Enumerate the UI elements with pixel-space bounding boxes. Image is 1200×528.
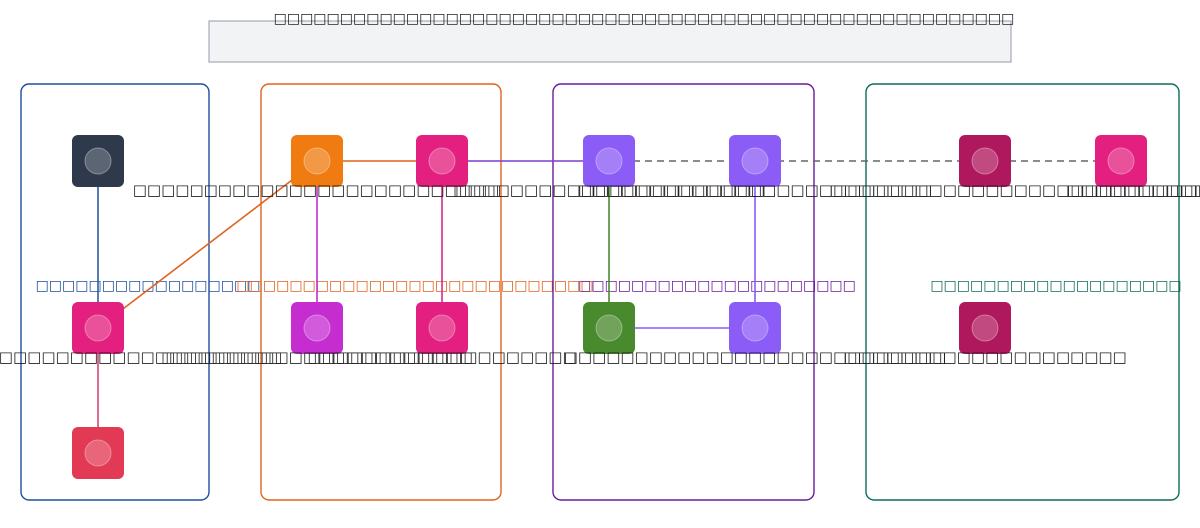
node-n3[interactable] xyxy=(72,427,124,479)
node-label: □□□□□□□□□□□□□□□□□□□□□□□□□ xyxy=(578,181,932,199)
node-label: □□□□□□□□□□□□□□□□□□□□□□□□□□□□□□□ xyxy=(829,181,1200,199)
diagram-title: □□□□□□□□□□□□□□□□□□□□□□□□□□□□□□□□□□□□□□□□… xyxy=(274,11,1015,27)
node-n4[interactable] xyxy=(291,135,343,187)
group-container xyxy=(20,83,210,501)
node-n14[interactable] xyxy=(959,302,1011,354)
node-box xyxy=(583,135,635,187)
group-container xyxy=(552,83,815,501)
group-label: □□□□□□□□□□□□□□□□□□□□□□□□□□□ xyxy=(236,278,593,294)
group-container xyxy=(260,83,502,501)
node-box xyxy=(291,302,343,354)
node-icon xyxy=(84,439,112,467)
node-label: □□□□□□□□□□□□□□□□□□□□ xyxy=(843,348,1126,366)
title-banner xyxy=(208,20,1012,63)
node-box xyxy=(72,135,124,187)
node-box xyxy=(729,302,781,354)
node-icon xyxy=(595,147,623,175)
group-label: □□□□□□□□□□□□□□□□□□□ xyxy=(930,278,1181,294)
node-box xyxy=(416,135,468,187)
node-n1[interactable] xyxy=(72,135,124,187)
node-box xyxy=(959,302,1011,354)
node-label: □□□□□□□□□□□□□□□□□□□□□□□□□□□ xyxy=(564,348,947,366)
node-n2[interactable] xyxy=(72,302,124,354)
node-n5[interactable] xyxy=(416,135,468,187)
node-icon xyxy=(303,147,331,175)
group-label: □□□□□□□□□□□□□□□□□ xyxy=(36,278,261,294)
node-label: □□□□□□□□□□□□□□□□□□□ xyxy=(307,348,576,366)
node-icon xyxy=(303,314,331,342)
node-icon xyxy=(971,147,999,175)
node-label: □□□□□□□□□□□□□□□□□□□□□□ xyxy=(161,348,473,366)
node-icon xyxy=(428,147,456,175)
node-box xyxy=(72,302,124,354)
node-icon xyxy=(428,314,456,342)
node-box xyxy=(72,427,124,479)
node-icon xyxy=(1107,147,1135,175)
edge-n2-n4 xyxy=(97,160,319,329)
node-box xyxy=(583,302,635,354)
node-box xyxy=(291,135,343,187)
node-n10[interactable] xyxy=(583,302,635,354)
node-icon xyxy=(971,314,999,342)
node-n7[interactable] xyxy=(416,302,468,354)
group-container xyxy=(865,83,1180,501)
node-n11[interactable] xyxy=(729,302,781,354)
node-icon xyxy=(741,147,769,175)
node-box xyxy=(959,135,1011,187)
labels-layer: □□□□□□□□□□□□□□□□□□□□□□□□□□□□□□□□□□□□□□□□… xyxy=(0,181,1200,366)
node-n12[interactable] xyxy=(959,135,1011,187)
node-label: □□□□□□□□□□□□□□□□□□□□□□ xyxy=(453,181,765,199)
node-n9[interactable] xyxy=(729,135,781,187)
nodes-layer xyxy=(72,135,1147,479)
node-n6[interactable] xyxy=(291,302,343,354)
node-box xyxy=(416,302,468,354)
node-icon xyxy=(84,314,112,342)
node-icon xyxy=(84,147,112,175)
node-n8[interactable] xyxy=(583,135,635,187)
node-icon xyxy=(595,314,623,342)
node-label: □□□□□□□□□□□□□□□□□□□□□□□□□□ xyxy=(0,348,282,366)
node-n13[interactable] xyxy=(1095,135,1147,187)
groups-layer: □□□□□□□□□□□□□□□□□□□□□□□□□□□□□□□□□□□□□□□□… xyxy=(20,83,1182,501)
node-label: □□□□□□□□□□□□ xyxy=(1066,181,1200,199)
group-label: □□□□□□□□□□□□□□□□□□□□□ xyxy=(578,278,856,294)
node-icon xyxy=(741,314,769,342)
node-box xyxy=(729,135,781,187)
node-label: □□□□□□□□□□□□□□□□□□□□□□□□□□ xyxy=(133,181,501,199)
node-box xyxy=(1095,135,1147,187)
